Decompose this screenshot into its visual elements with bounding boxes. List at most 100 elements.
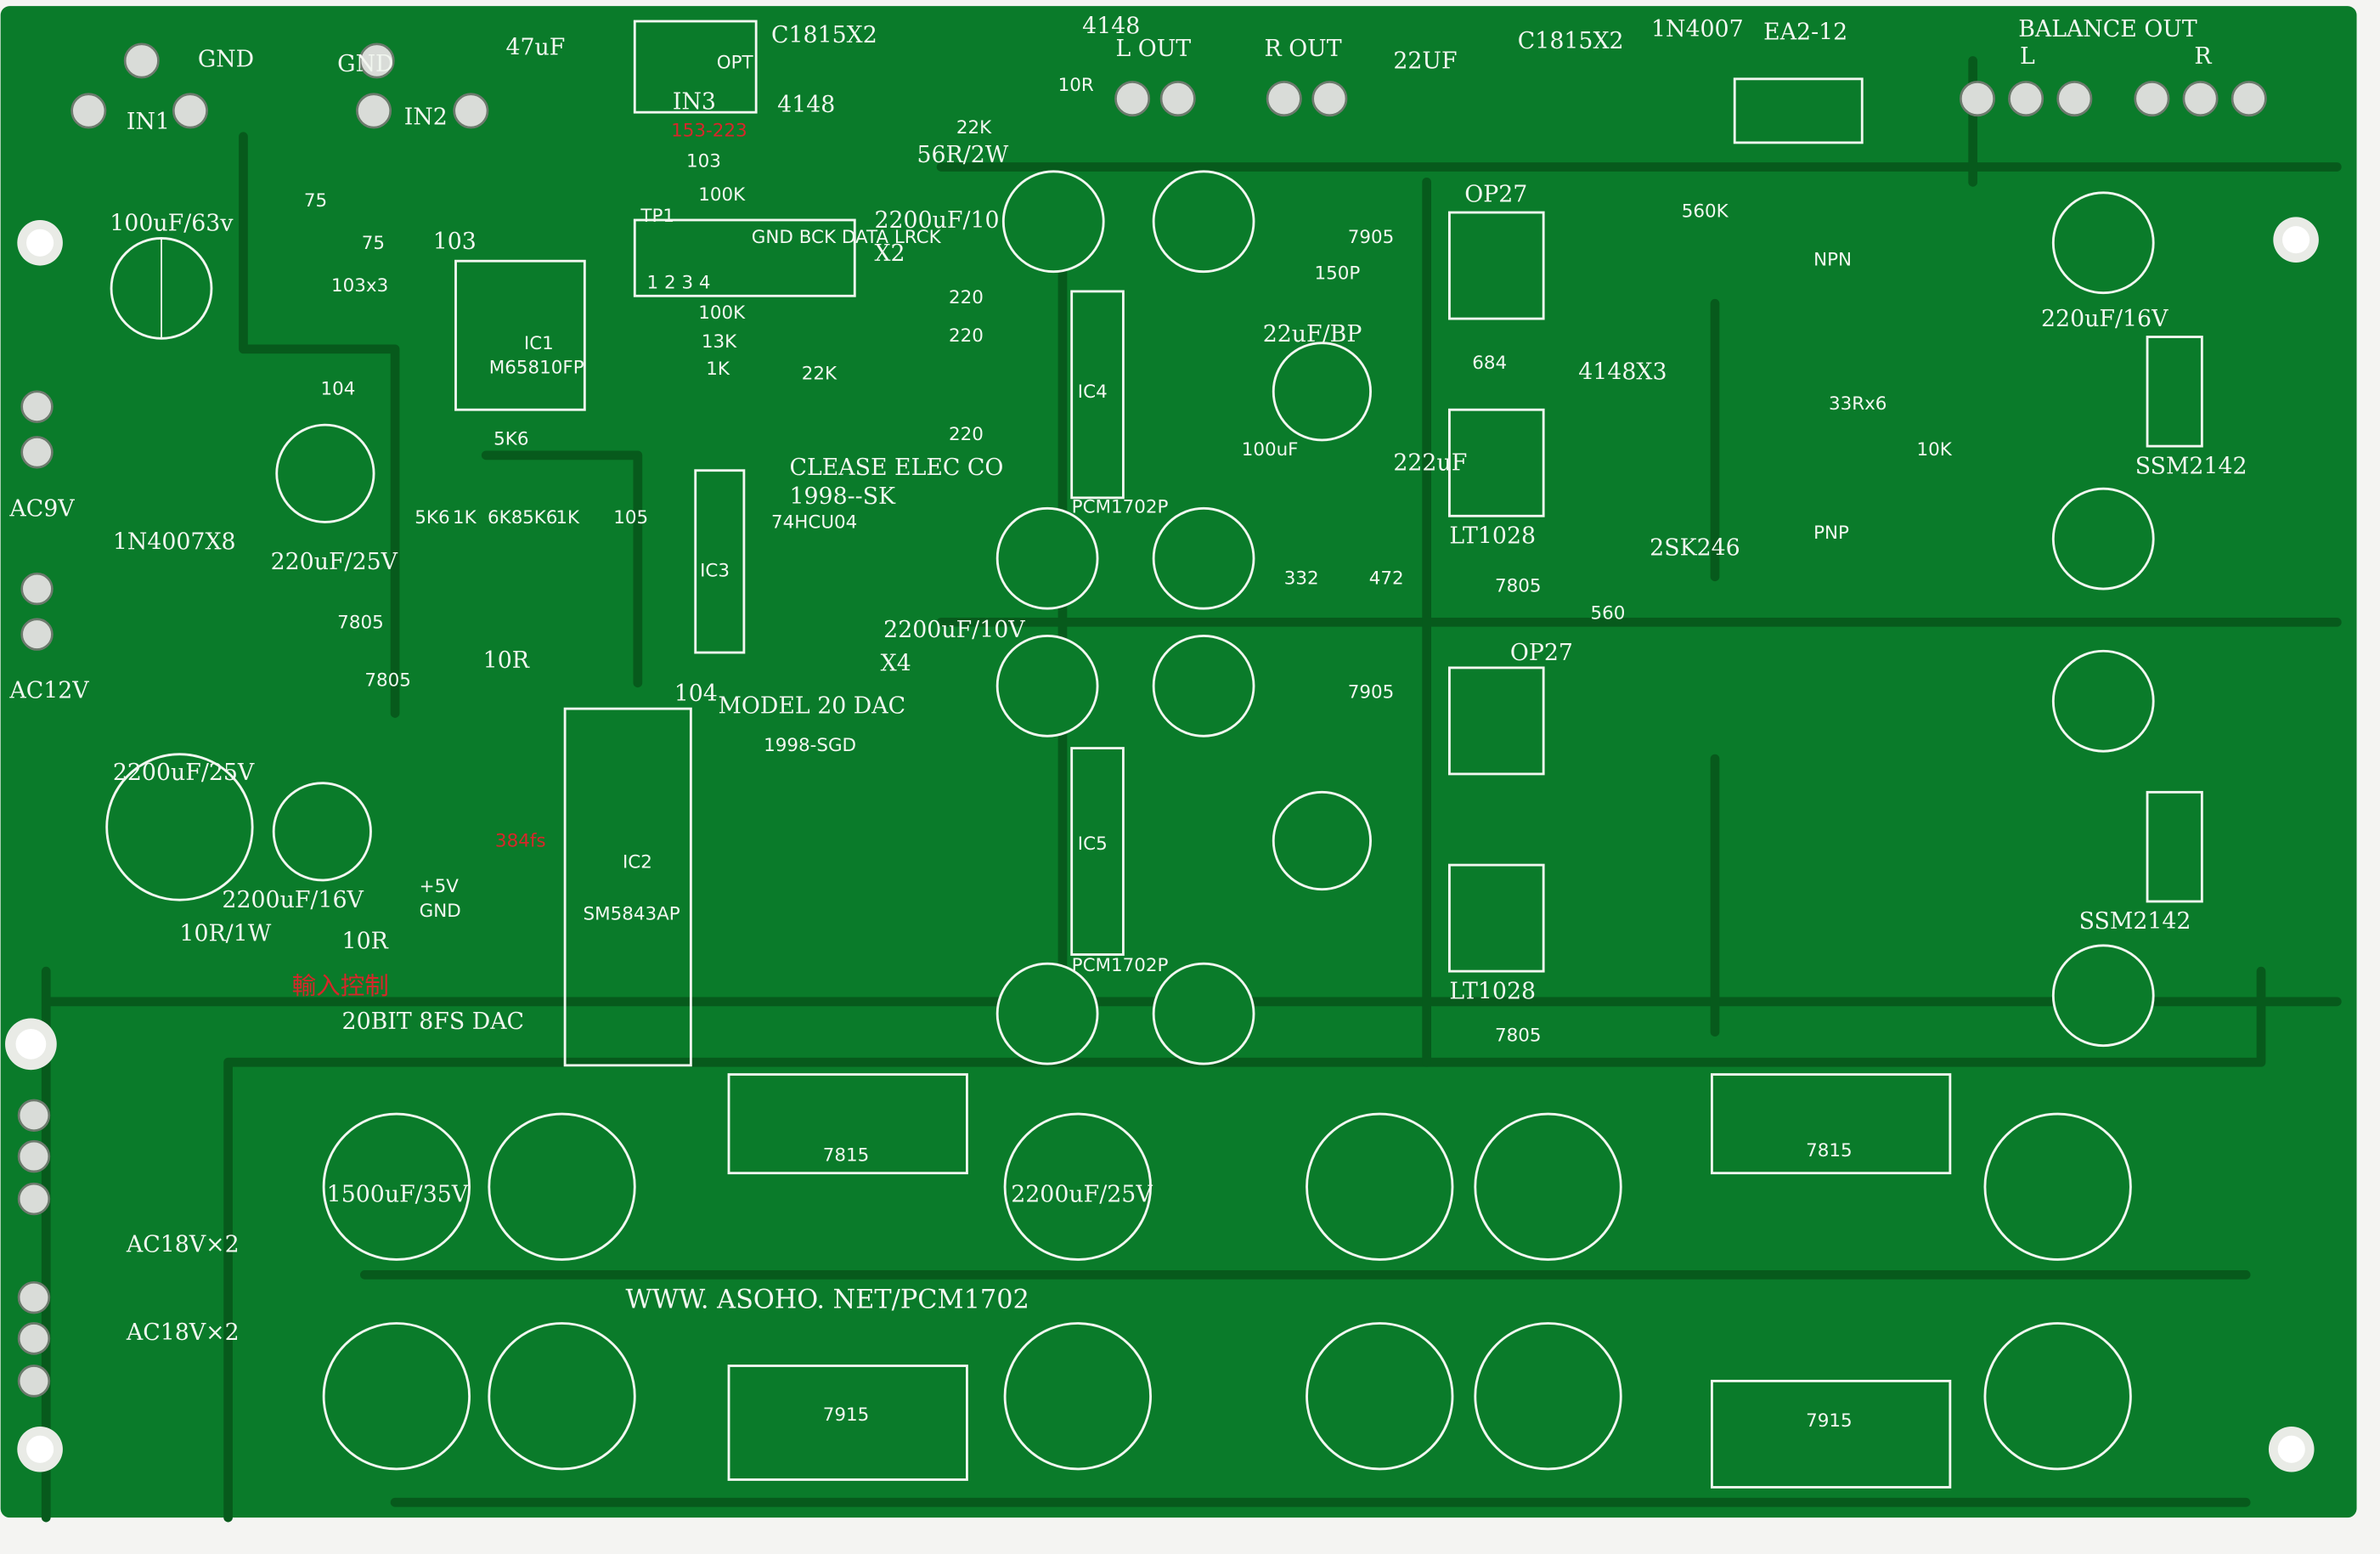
component-label: 384fs <box>495 831 546 852</box>
label-i2s: GND BCK DATA LRCK <box>752 227 942 248</box>
component-label: 332 <box>1284 568 1319 590</box>
component-label: 105 <box>613 507 648 528</box>
component-label: 220 <box>949 287 984 308</box>
component-label: 5K6 <box>415 507 449 528</box>
label-ic5: IC5 <box>1078 834 1108 855</box>
component-label: 100uF/63v <box>110 210 234 236</box>
label-dac: 20BIT 8FS DAC <box>342 1009 524 1035</box>
mounting-holes <box>5 217 2319 1472</box>
component-label: 103x3 <box>331 275 388 297</box>
component-label: 220 <box>949 424 984 445</box>
label-ic1-part: M65810FP <box>489 357 584 378</box>
component-label: C1815X2 <box>771 22 877 48</box>
component-label: 47uF <box>505 34 565 60</box>
label-in2: IN2 <box>404 104 448 130</box>
label-ic1: IC1 <box>524 333 554 354</box>
component-label: 684 <box>1472 353 1507 374</box>
component-label: 2SK246 <box>1650 535 1740 562</box>
label-7815-b: 7815 <box>1806 1140 1853 1161</box>
label-7815-a: 7815 <box>823 1144 870 1166</box>
copper-traces <box>41 56 2342 1523</box>
component-label: 100K <box>698 302 746 324</box>
label-ac12v: AC12V <box>8 678 89 704</box>
label-in1: IN1 <box>127 109 170 135</box>
component-label: 1N4007 <box>1651 16 1744 42</box>
label-7915-a: 7915 <box>823 1404 870 1426</box>
component-label: 2200uF/25V <box>113 760 255 786</box>
component-label: 2200uF/25V <box>1011 1182 1153 1208</box>
component-label: PNP <box>1813 523 1849 544</box>
component-label: X4 <box>881 650 911 676</box>
component-label: 5K6 <box>522 507 557 528</box>
component-label: 100K <box>698 184 746 206</box>
ic-outlines <box>454 20 2203 1489</box>
label-7805-c: 7805 <box>1495 576 1542 597</box>
component-label: 1K <box>706 359 730 380</box>
label-year: 1998--SK <box>789 483 896 510</box>
label-ic2: IC2 <box>623 852 652 873</box>
label-ac18v-2: AC18V×2 <box>126 1319 240 1346</box>
component-label: 10R/1W <box>179 920 271 947</box>
component-label: 75 <box>362 233 385 254</box>
component-label: 56R/2W <box>916 142 1008 168</box>
component-label: X2 <box>874 240 905 267</box>
component-label: 560 <box>1591 603 1626 624</box>
silkscreen-labels: GND GND IN1 IN2 IN3 OPT L OUT R OUT BALA… <box>8 13 2247 1432</box>
label-ac9v: AC9V <box>8 495 75 522</box>
component-label: 2200uF/16V <box>222 887 364 913</box>
label-gnd-1: GND <box>198 47 254 73</box>
component-label: 103 <box>686 150 721 172</box>
label-tp1: TP1 <box>640 206 674 227</box>
component-label: +5V <box>420 876 460 897</box>
component-label: 100uF <box>1242 439 1299 461</box>
label-7905-a: 7905 <box>1348 227 1395 248</box>
component-label: 22uF/BP <box>1263 321 1362 348</box>
label-ic3-part: 74HCU04 <box>771 512 857 534</box>
label-7915-b: 7915 <box>1806 1410 1853 1432</box>
component-label: 1K <box>556 507 580 528</box>
label-tp-pins: 1 2 3 4 <box>647 272 711 293</box>
label-ic3: IC3 <box>700 561 730 582</box>
component-label: 153-223 <box>671 121 747 142</box>
component-label: 4148 <box>1082 13 1140 39</box>
label-in3: IN3 <box>673 89 716 116</box>
component-label: 5K6 <box>493 428 528 449</box>
component-label: 150P <box>1314 263 1360 285</box>
component-label: 4148 <box>777 92 835 118</box>
component-label: 2200uF/10V <box>883 617 1025 643</box>
label-ssm-b: SSM2142 <box>2079 908 2191 935</box>
label-gnd-2: GND <box>337 51 393 77</box>
component-label: 22UF <box>1393 48 1457 74</box>
label-7905-b: 7905 <box>1348 682 1395 704</box>
label-op27-b: OP27 <box>1510 640 1573 666</box>
component-label: NPN <box>1813 250 1852 271</box>
label-bal-l: L <box>2020 43 2035 70</box>
label-relay: EA2-12 <box>1763 19 1847 45</box>
label-lt1028-a: LT1028 <box>1449 523 1536 549</box>
label-7805-d: 7805 <box>1495 1025 1542 1046</box>
component-label: 22K <box>802 364 838 385</box>
label-r-out: R OUT <box>1265 36 1342 62</box>
component-label: 10R <box>1058 75 1094 96</box>
label-7805-b: 7805 <box>364 670 411 691</box>
label-input-ctrl: 輸入控制 <box>292 971 389 1000</box>
label-url: WWW. ASOHO. NET/PCM1702 <box>626 1286 1029 1315</box>
label-balance-out: BALANCE OUT <box>2018 16 2197 42</box>
label-ic4: IC4 <box>1078 381 1108 403</box>
component-label: 10K <box>1917 439 1953 461</box>
component-label: 104 <box>674 681 718 707</box>
component-label: 220 <box>949 325 984 347</box>
label-maker: CLEASE ELEC CO <box>789 455 1003 481</box>
component-label: 560K <box>1682 201 1729 222</box>
component-label: 75 <box>304 190 327 212</box>
component-label: 6K8 <box>488 507 522 528</box>
component-label: 103 <box>433 229 477 255</box>
label-sgd: 1998-SGD <box>764 735 856 756</box>
component-label: 22K <box>956 117 992 138</box>
component-label: 4148X3 <box>1578 359 1667 386</box>
component-label: GND <box>420 901 461 922</box>
label-ssm-a: SSM2142 <box>2135 453 2247 479</box>
label-ic4-part: PCM1702P <box>1072 497 1169 518</box>
component-label: 1K <box>453 507 477 528</box>
component-label: 1N4007X8 <box>113 529 236 556</box>
